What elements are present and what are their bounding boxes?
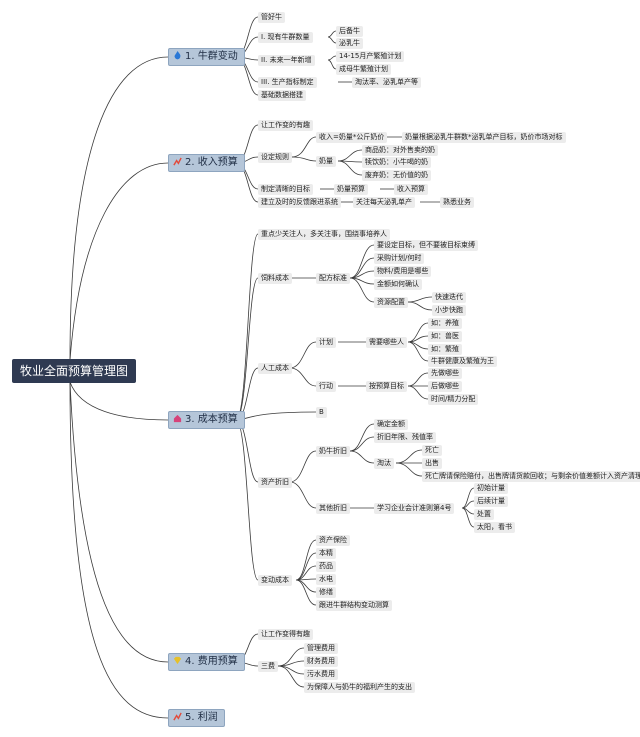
node-breeding-plan-1[interactable]: 14-15月产繁殖计划 <box>336 51 405 62</box>
node-lactating-cows[interactable]: 泌乳牛 <box>336 38 363 49</box>
node-disposal[interactable]: 处置 <box>474 509 494 520</box>
node-resource-allocation[interactable]: 资源配置 <box>374 297 408 308</box>
node-ration-standard[interactable]: 配方标准 <box>316 273 350 284</box>
node-breeding-plan-2[interactable]: 成母牛繁殖计划 <box>336 64 391 75</box>
node-feed-cost[interactable]: 饲料成本 <box>258 273 292 284</box>
node-need-4[interactable]: 牛群健康及繁殖为王 <box>428 356 497 367</box>
branch-label: 1. 牛群变动 <box>185 51 238 62</box>
node-cull[interactable]: 淘汰 <box>374 458 394 469</box>
node-other-depreciation[interactable]: 其他折旧 <box>316 503 350 514</box>
branch-label: 3. 成本预算 <box>185 414 238 425</box>
node-current-herd[interactable]: I. 现有牛群数量 <box>258 32 313 43</box>
node-need-1[interactable]: 如：养殖 <box>428 318 462 329</box>
node-base-data[interactable]: 基础数据搭建 <box>258 90 306 101</box>
house-icon <box>173 413 182 423</box>
branch-cost-budget[interactable]: 3. 成本预算 <box>168 411 245 429</box>
branch-label: 2. 收入预算 <box>185 157 238 168</box>
node-set-rules[interactable]: 设定规则 <box>258 152 292 163</box>
diamond-icon <box>173 655 182 665</box>
node-three-expenses[interactable]: 三费 <box>258 661 278 672</box>
node-utilities[interactable]: 水电 <box>316 574 336 585</box>
node-goal-1[interactable]: 先做哪些 <box>428 368 462 379</box>
node-milk-volume[interactable]: 奶量 <box>316 156 336 167</box>
node-asset-insurance[interactable]: 资产保险 <box>316 535 350 546</box>
node-future-increase[interactable]: II. 未来一年新增 <box>258 55 315 66</box>
node-need-people[interactable]: 需要哪些人 <box>366 337 407 348</box>
node-need-3[interactable]: 如：繁殖 <box>428 344 462 355</box>
node-cull-rate[interactable]: 淘汰率、泌乳单产等 <box>352 77 421 88</box>
branch-profit[interactable]: 5. 利润 <box>168 709 225 727</box>
node-ration-2[interactable]: 采购计划/何时 <box>374 253 425 264</box>
node-cow-depreciation[interactable]: 奶牛折旧 <box>316 446 350 457</box>
node-cull-note[interactable]: 死亡牌请保险赔付，出售牌请货款回收；与剩余价值差额计入资产清理 <box>422 471 640 482</box>
branch-expense-budget[interactable]: 4. 费用预算 <box>168 653 245 671</box>
node-subsequent-measurement[interactable]: 后续计量 <box>474 496 508 507</box>
node-revenue-note[interactable]: 奶量根据泌乳牛群数*泌乳单产目标，奶价市场对标 <box>402 132 566 143</box>
node-fast-iteration[interactable]: 快速迭代 <box>432 292 466 303</box>
node-welfare-expense[interactable]: 为保障人与奶牛的福利产生的支出 <box>304 682 415 693</box>
node-b[interactable]: B <box>316 407 327 418</box>
node-confirm-amount[interactable]: 确定金额 <box>374 419 408 430</box>
flame-icon <box>173 50 182 60</box>
node-medicine[interactable]: 药品 <box>316 561 336 572</box>
branch-label: 5. 利润 <box>185 712 218 723</box>
node-sale[interactable]: 出售 <box>422 458 442 469</box>
node-need-2[interactable]: 如：兽医 <box>428 331 462 342</box>
node-small-steps[interactable]: 小步快跑 <box>432 305 466 316</box>
branch-income-budget[interactable]: 2. 收入预算 <box>168 154 245 172</box>
node-admin-expense[interactable]: 管理费用 <box>304 643 338 654</box>
node-goal-3[interactable]: 时间/精力分配 <box>428 394 479 405</box>
node-waste-milk[interactable]: 废弃奶：无价值的奶 <box>362 170 431 181</box>
chart-icon <box>173 711 182 721</box>
node-depreciation-years[interactable]: 折旧年限、残值率 <box>374 432 436 443</box>
node-accounting-standard[interactable]: 学习企业会计准则第4号 <box>374 503 455 514</box>
node-production-indicators[interactable]: III. 生产指标制定 <box>258 77 317 88</box>
node-by-goal[interactable]: 按预算目标 <box>366 381 407 392</box>
node-labor-cost[interactable]: 人工成本 <box>258 363 292 374</box>
node-ration-1[interactable]: 要设定目标，但不要被目标束缚 <box>374 240 478 251</box>
node-milk-budget[interactable]: 奶量预算 <box>334 184 368 195</box>
chart-icon <box>173 156 182 166</box>
node-concentrate[interactable]: 本精 <box>316 548 336 559</box>
node-focus-on-things[interactable]: 重点少关注人，多关注事，围绕事培养人 <box>258 229 390 240</box>
branch-herd-change[interactable]: 1. 牛群变动 <box>168 48 245 66</box>
root-title: 牧业全面预算管理图 <box>20 364 129 378</box>
node-asset-depreciation[interactable]: 资产折旧 <box>258 477 292 488</box>
node-variable-cost[interactable]: 变动成本 <box>258 575 292 586</box>
node-repair[interactable]: 修缮 <box>316 587 336 598</box>
node-revenue-formula[interactable]: 收入=奶量*公斤奶价 <box>316 132 388 143</box>
node-feedback-system[interactable]: 建立及时的反馈跟进系统 <box>258 197 341 208</box>
node-herd-structure-calc[interactable]: 跟进牛群结构变动测算 <box>316 600 392 611</box>
node-action[interactable]: 行动 <box>316 381 336 392</box>
node-commercial-milk[interactable]: 商品奶：对外售卖的奶 <box>362 145 438 156</box>
node-read-book[interactable]: 太阳，看书 <box>474 522 515 533</box>
node-finance-expense[interactable]: 财务费用 <box>304 656 338 667</box>
node-death[interactable]: 死亡 <box>422 445 442 456</box>
root-node: 牧业全面预算管理图 <box>12 359 137 383</box>
node-calf-milk[interactable]: 犊饮奶：小牛喝的奶 <box>362 157 431 168</box>
node-clear-goals[interactable]: 制定清晰的目标 <box>258 184 313 195</box>
node-goal-2[interactable]: 后做哪些 <box>428 381 462 392</box>
node-income-budget[interactable]: 收入预算 <box>394 184 428 195</box>
node-fun-work-2[interactable]: 让工作变得有趣 <box>258 629 313 640</box>
node-fun-work[interactable]: 让工作变的有趣 <box>258 120 313 131</box>
branch-label: 4. 费用预算 <box>185 656 238 667</box>
node-know-business[interactable]: 熟悉业务 <box>440 197 474 208</box>
node-manage-cattle[interactable]: 管好牛 <box>258 12 285 23</box>
node-ration-3[interactable]: 物料/费用是哪些 <box>374 266 432 277</box>
node-heifers[interactable]: 后备牛 <box>336 26 363 37</box>
node-plan[interactable]: 计划 <box>316 337 336 348</box>
node-sewage-expense[interactable]: 污水费用 <box>304 669 338 680</box>
node-daily-yield[interactable]: 关注每天泌乳单产 <box>353 197 415 208</box>
node-ration-4[interactable]: 金额如何确认 <box>374 279 422 290</box>
node-initial-measurement[interactable]: 初始计量 <box>474 483 508 494</box>
